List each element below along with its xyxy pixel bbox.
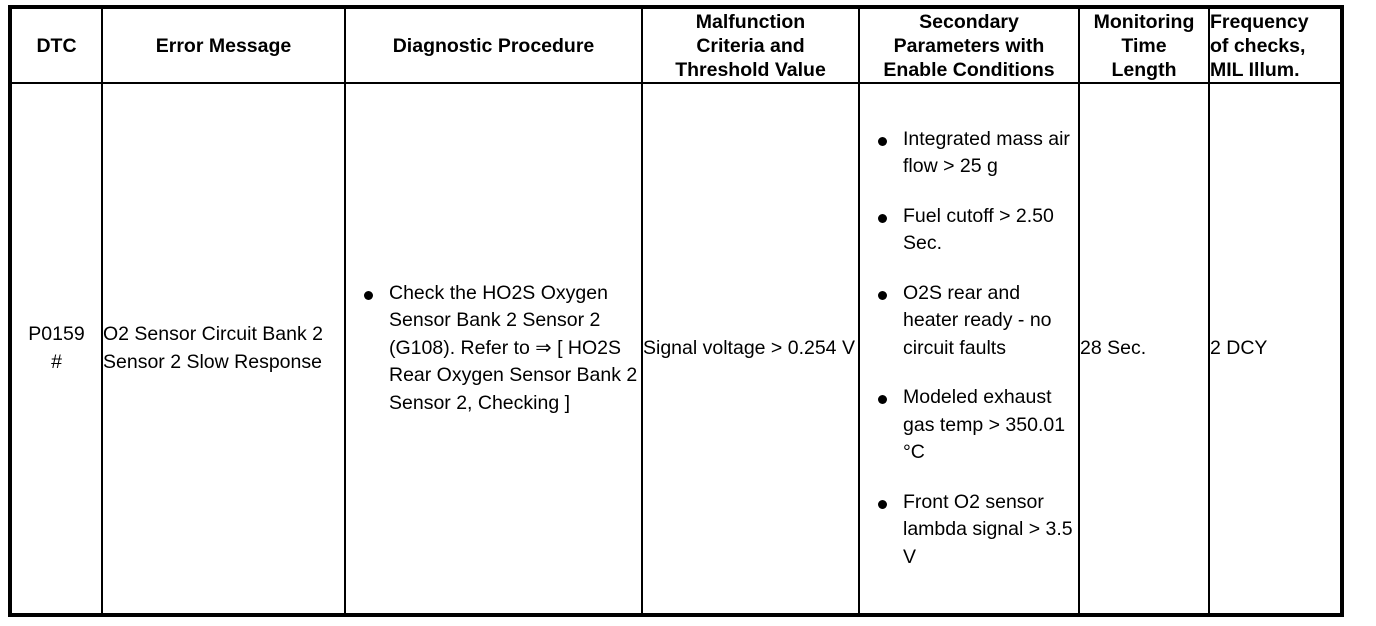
frequency-of-checks-value: 2 DCY bbox=[1210, 336, 1268, 359]
table-header-row: DTC Error Message Diagnostic Procedure M… bbox=[9, 6, 1343, 84]
diagnostic-procedure-list: Check the HO2S Oxygen Sensor Bank 2 Sens… bbox=[346, 280, 641, 418]
cell-dtc: P0159 # bbox=[9, 82, 103, 616]
dtc-code-suffix: # bbox=[51, 350, 62, 373]
list-item: O2S rear and heater ready - no circuit f… bbox=[860, 280, 1078, 363]
list-item: Integrated mass air flow > 25 g bbox=[860, 126, 1078, 181]
table-body: P0159 # O2 Sensor Circuit Bank 2 Sensor … bbox=[9, 82, 1343, 616]
column-header-dtc: DTC bbox=[9, 6, 103, 84]
list-item: Modeled exhaust gas temp > 350.01 °C bbox=[860, 384, 1078, 467]
column-header-secondary-parameters: Secondary Parameters with Enable Conditi… bbox=[858, 6, 1080, 84]
column-header-diagnostic-procedure-label: Diagnostic Procedure bbox=[392, 34, 595, 57]
bullet-icon bbox=[878, 499, 887, 509]
column-header-monitoring-line3: Length bbox=[1111, 58, 1177, 81]
bullet-icon bbox=[878, 136, 887, 146]
column-header-monitoring-line2: Time bbox=[1121, 34, 1167, 57]
malfunction-criteria-value: Signal voltage > 0.254 V bbox=[643, 336, 855, 359]
cell-frequency-of-checks: 2 DCY bbox=[1208, 82, 1343, 616]
column-header-secondary-line1: Secondary bbox=[919, 10, 1019, 33]
cell-error-message: O2 Sensor Circuit Bank 2 Sensor 2 Slow R… bbox=[101, 82, 346, 616]
cell-malfunction-criteria: Signal voltage > 0.254 V bbox=[641, 82, 860, 616]
column-header-diagnostic-procedure: Diagnostic Procedure bbox=[344, 6, 643, 84]
error-message-value: O2 Sensor Circuit Bank 2 Sensor 2 Slow R… bbox=[103, 323, 324, 373]
column-header-frequency-line3: MIL Illum. bbox=[1210, 58, 1300, 81]
column-header-malfunction-line2: Criteria and bbox=[696, 34, 805, 57]
column-header-monitoring-line1: Monitoring bbox=[1093, 10, 1195, 33]
secondary-parameters-list: Integrated mass air flow > 25 g Fuel cut… bbox=[860, 126, 1078, 572]
list-item: Fuel cutoff > 2.50 Sec. bbox=[860, 203, 1078, 258]
bullet-icon bbox=[878, 290, 887, 300]
column-header-malfunction-line3: Threshold Value bbox=[675, 58, 826, 81]
diagnostic-procedure-text: Check the HO2S Oxygen Sensor Bank 2 Sens… bbox=[389, 281, 638, 414]
table-row: P0159 # O2 Sensor Circuit Bank 2 Sensor … bbox=[9, 82, 1343, 616]
list-item: Check the HO2S Oxygen Sensor Bank 2 Sens… bbox=[346, 280, 641, 418]
column-header-malfunction-criteria: Malfunction Criteria and Threshold Value bbox=[641, 6, 860, 84]
column-header-error-message: Error Message bbox=[101, 6, 346, 84]
secondary-parameter-text: Integrated mass air flow > 25 g bbox=[903, 127, 1070, 178]
column-header-secondary-line3: Enable Conditions bbox=[883, 58, 1055, 81]
secondary-parameter-text: O2S rear and heater ready - no circuit f… bbox=[903, 281, 1052, 359]
column-header-dtc-label: DTC bbox=[36, 34, 77, 57]
bullet-icon bbox=[878, 395, 887, 405]
bullet-icon bbox=[878, 213, 887, 223]
cell-secondary-parameters: Integrated mass air flow > 25 g Fuel cut… bbox=[858, 82, 1080, 616]
cell-diagnostic-procedure: Check the HO2S Oxygen Sensor Bank 2 Sens… bbox=[344, 82, 643, 616]
table-header: DTC Error Message Diagnostic Procedure M… bbox=[9, 6, 1343, 84]
column-header-secondary-line2: Parameters with bbox=[893, 34, 1045, 57]
secondary-parameter-text: Modeled exhaust gas temp > 350.01 °C bbox=[903, 386, 1066, 464]
column-header-frequency-line2: of checks, bbox=[1210, 34, 1306, 57]
secondary-parameter-text: Front O2 sensor lambda signal > 3.5 V bbox=[903, 490, 1073, 568]
column-header-frequency-line1: Frequency bbox=[1210, 10, 1309, 33]
column-header-malfunction-line1: Malfunction bbox=[695, 10, 806, 33]
secondary-parameter-text: Fuel cutoff > 2.50 Sec. bbox=[903, 204, 1054, 255]
dtc-code-value: P0159 bbox=[28, 323, 85, 345]
dtc-diagnostic-table: DTC Error Message Diagnostic Procedure M… bbox=[8, 5, 1344, 617]
cell-monitoring-time-length: 28 Sec. bbox=[1078, 82, 1210, 616]
monitoring-time-length-value: 28 Sec. bbox=[1080, 336, 1147, 359]
column-header-monitoring-time: Monitoring Time Length bbox=[1078, 6, 1210, 84]
column-header-error-message-label: Error Message bbox=[155, 34, 292, 57]
bullet-icon bbox=[364, 290, 373, 300]
list-item: Front O2 sensor lambda signal > 3.5 V bbox=[860, 489, 1078, 572]
column-header-frequency-checks: Frequency of checks, MIL Illum. bbox=[1208, 6, 1343, 84]
